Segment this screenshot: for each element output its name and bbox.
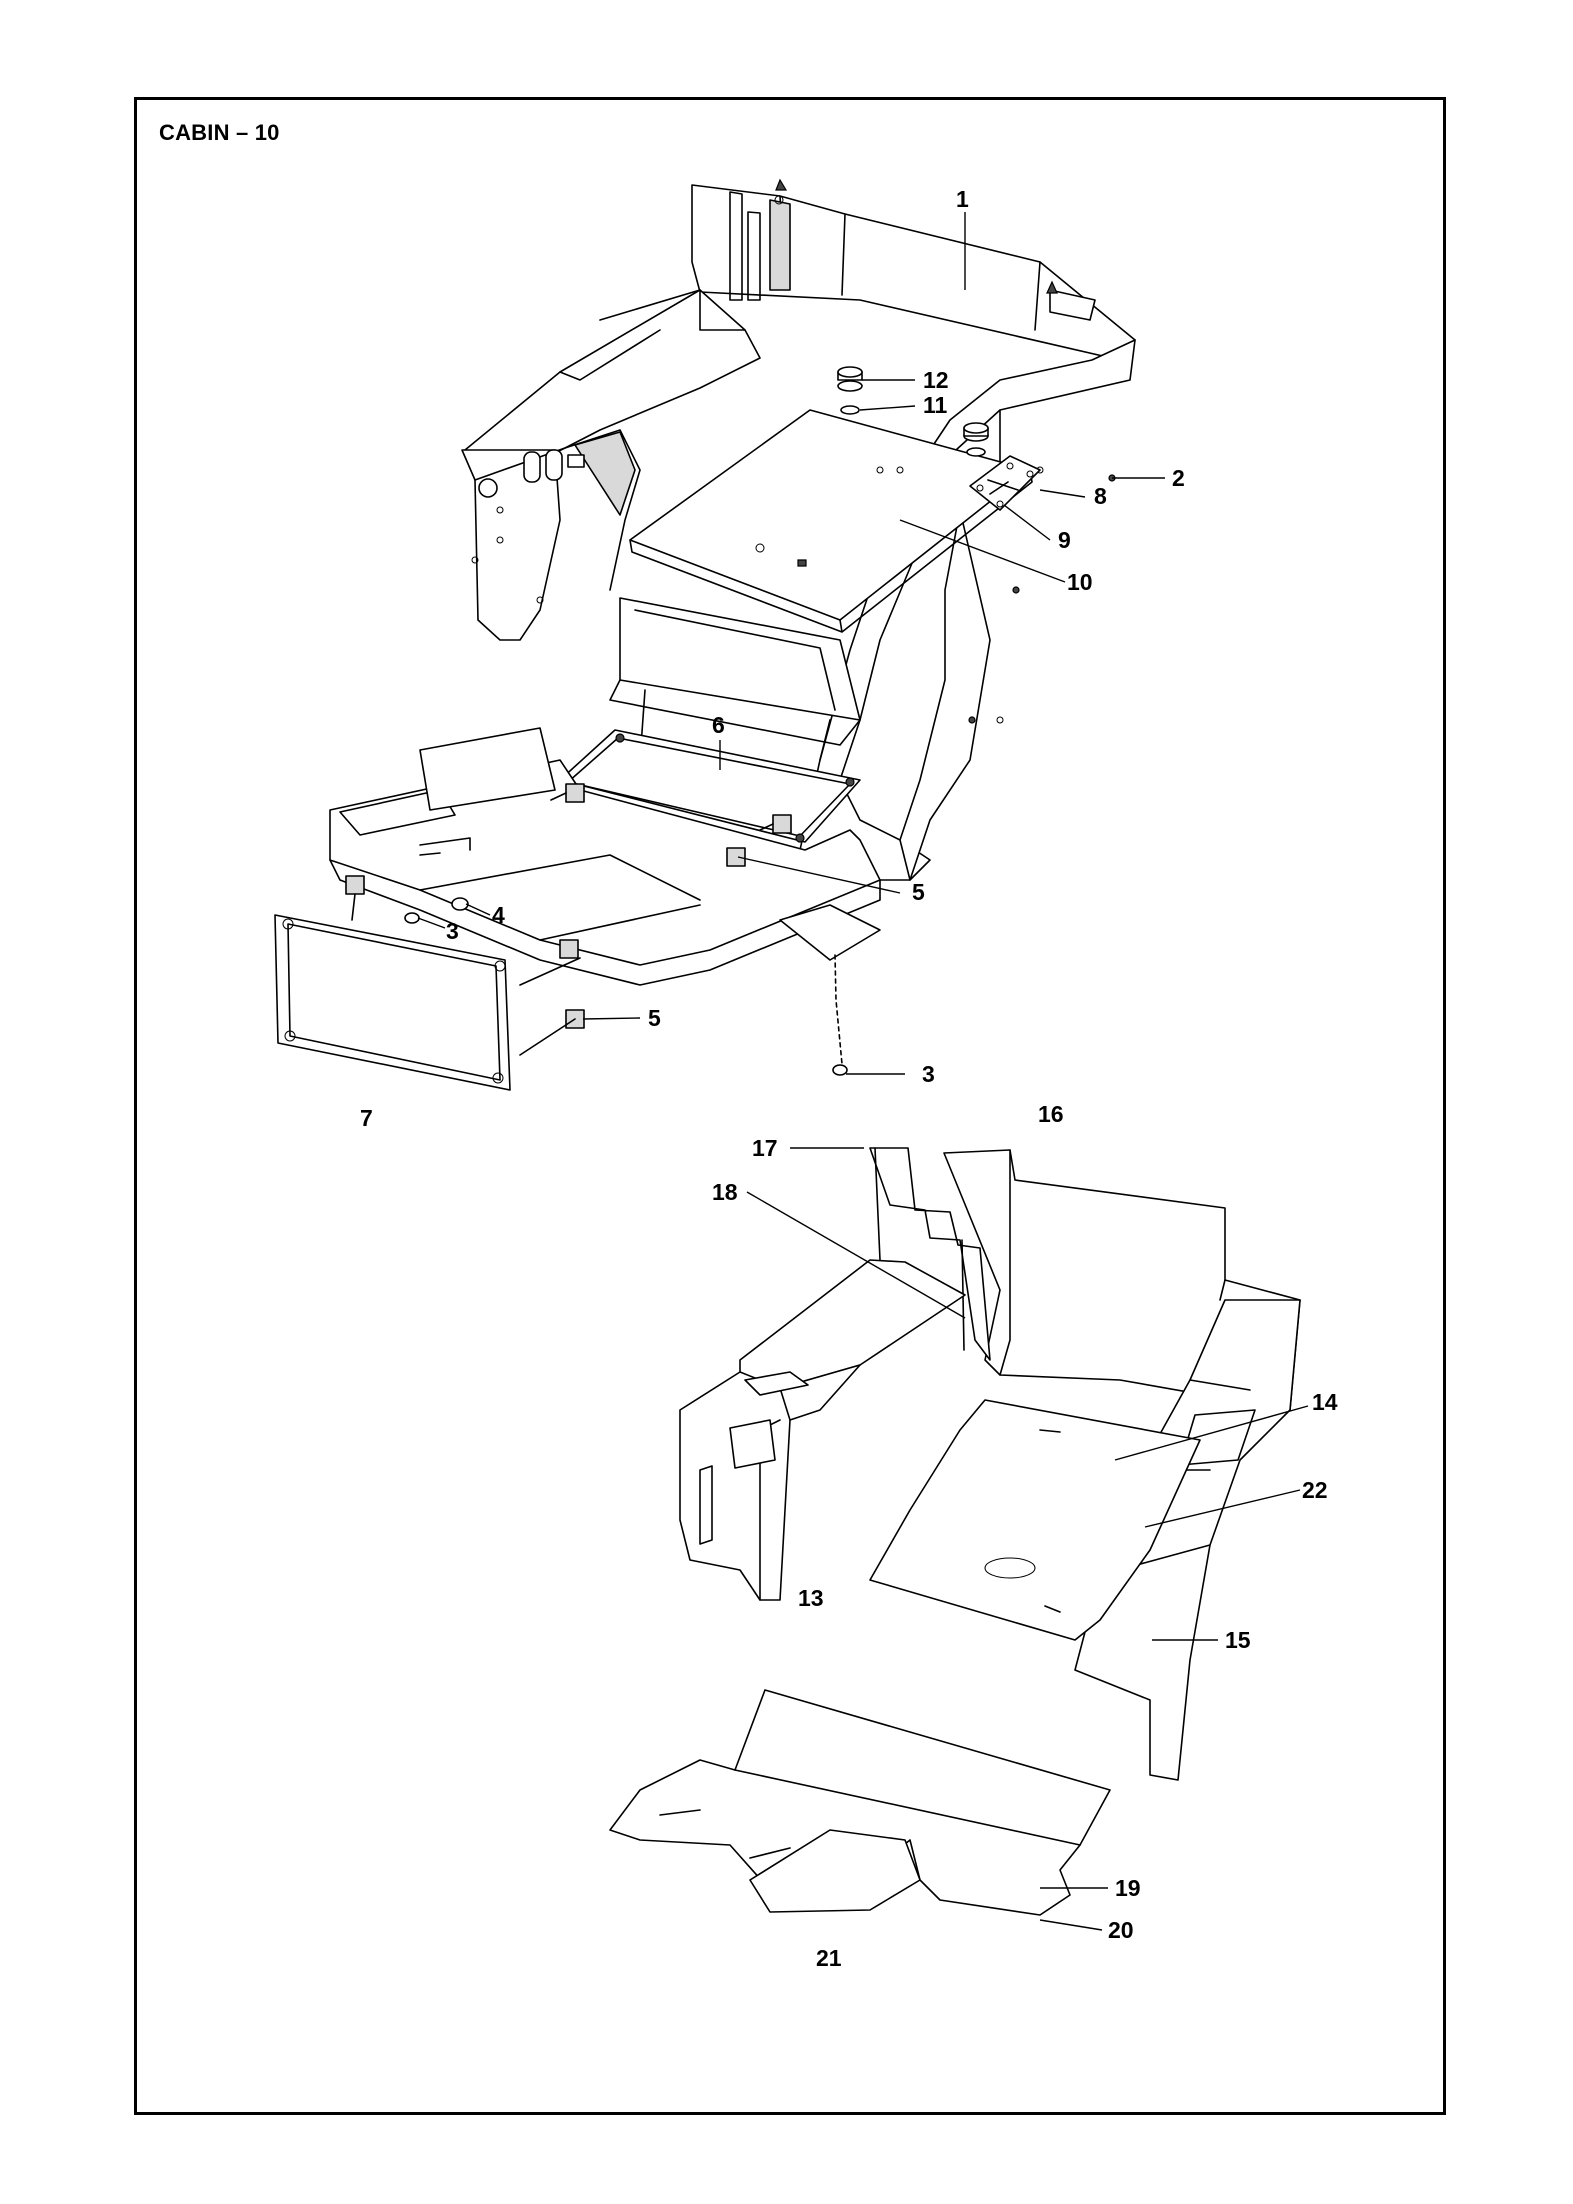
callout-18: 18: [712, 1179, 738, 1205]
callout-8: 8: [1094, 483, 1107, 509]
callout-leaders: [417, 212, 1309, 1931]
callout-20: 20: [1108, 1917, 1134, 1943]
callout-9: 9: [1058, 527, 1071, 553]
callout-21: 21: [816, 1945, 842, 1971]
callout-6: 6: [712, 712, 725, 738]
callout-13: 13: [798, 1585, 824, 1611]
callout-3-upper: 3: [446, 918, 459, 944]
callout-7: 7: [360, 1105, 373, 1131]
floor-trim-assembly: [609, 1147, 1301, 1916]
callout-14: 14: [1312, 1389, 1338, 1415]
cabin-frame-assembly: [329, 178, 1136, 1076]
callout-16: 16: [1038, 1101, 1064, 1127]
callout-5-upper: 5: [912, 879, 925, 905]
diagram-title: CABIN – 10: [159, 120, 280, 145]
callout-5-lower: 5: [648, 1005, 661, 1031]
callout-12: 12: [923, 367, 949, 393]
callout-11: 11: [923, 392, 948, 418]
callout-22: 22: [1302, 1477, 1328, 1503]
callout-2: 2: [1172, 465, 1185, 491]
callout-labels: 1 2 3 3 4 5 5 6 7 8 9 10 11 12 13 14 15 …: [360, 186, 1338, 1971]
callout-15: 15: [1225, 1627, 1251, 1653]
callout-1: 1: [956, 186, 969, 212]
callout-17: 17: [752, 1135, 778, 1161]
diagram-frame: [134, 97, 1446, 2115]
callout-19: 19: [1115, 1875, 1141, 1901]
callout-3-lower: 3: [922, 1061, 935, 1087]
front-cover-panel: [274, 875, 843, 1091]
callout-10: 10: [1067, 569, 1093, 595]
callout-4: 4: [492, 902, 505, 928]
